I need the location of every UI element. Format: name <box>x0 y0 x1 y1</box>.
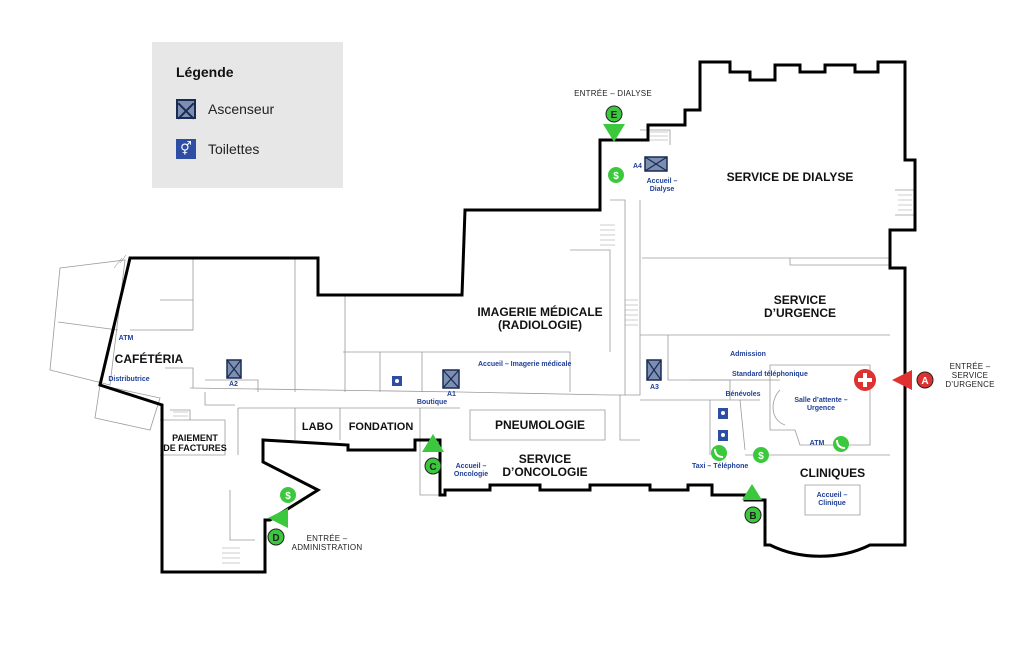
boutique-label: Boutique <box>416 399 448 406</box>
entrance-e-label: ENTRÉE – DIALYSE <box>574 89 652 98</box>
dept-labo-label: LABO <box>301 421 334 433</box>
svg-text:$: $ <box>285 491 291 502</box>
restroom-icon <box>718 408 728 419</box>
dept-paiement-label: PAIEMENT DE FACTURES <box>163 433 227 453</box>
legend-title: Légende <box>176 64 234 80</box>
entrance-c-letter: C <box>429 462 436 473</box>
svg-text:$: $ <box>613 171 619 182</box>
restroom-icon <box>718 430 728 441</box>
accueil-clinique-label: Accueil – Clinique <box>816 492 848 507</box>
dept-urgence-label: SERVICE D’URGENCE <box>763 293 836 321</box>
elevator-a3-id: A3 <box>650 384 659 391</box>
entrance-b-marker: B <box>742 484 762 524</box>
phone-icon <box>711 445 727 461</box>
dept-oncologie-label: SERVICE D’ONCOLOGIE <box>502 452 588 480</box>
entrance-a-marker: A <box>892 370 934 390</box>
benevoles-label: Bénévoles <box>725 391 761 398</box>
elevator-icon <box>644 156 668 172</box>
elevator-icon <box>176 99 196 119</box>
elevator-a1-id: A1 <box>447 391 456 398</box>
legend-label-restroom: Toilettes <box>208 141 260 157</box>
restroom-icon <box>392 376 402 386</box>
entrance-markers: A B C D E <box>267 105 934 546</box>
dept-imagerie-label: IMAGERIE MÉDICALE (RADIOLOGIE) <box>477 305 603 333</box>
restroom-icon: ⚥ <box>176 139 196 159</box>
distributrice-label: Distributrice <box>108 376 150 383</box>
legend-item-restroom: ⚥ Toilettes <box>176 138 259 160</box>
dept-cafeteria-label: CAFÉTÉRIA <box>114 352 184 366</box>
service-icons: $ $ $ <box>280 167 876 503</box>
hospital-cross-icon <box>854 369 876 391</box>
dollar-icon: $ <box>753 447 769 463</box>
entrance-d-marker: D <box>267 508 288 546</box>
map-legend: Légende Ascenseur ⚥ Toilettes <box>152 42 343 188</box>
dollar-icon: $ <box>280 487 296 503</box>
standard-label: Standard téléphonique <box>732 371 808 378</box>
salle-attente-label: Salle d’attente – Urgence <box>794 397 848 412</box>
elevator-icon <box>226 359 242 379</box>
entrance-a-label: ENTRÉE – SERVICE D’URGENCE <box>945 362 995 389</box>
stairs <box>113 131 912 564</box>
accueil-imagerie-label: Accueil – Imagerie médicale <box>478 361 572 368</box>
atm-urgence-label: ATM <box>809 440 825 447</box>
entrance-e-letter: E <box>611 110 618 121</box>
elevator-icon <box>646 359 662 381</box>
svg-text:$: $ <box>758 451 764 462</box>
dept-cliniques-label: CLINIQUES <box>799 466 866 480</box>
admission-label: Admission <box>730 351 766 358</box>
entrance-d-letter: D <box>272 533 279 544</box>
dept-fondation-label: FONDATION <box>348 421 414 433</box>
taxi-label: Taxi – Téléphone <box>692 463 749 470</box>
accueil-oncologie-label: Accueil – Oncologie <box>453 463 489 478</box>
entrance-d-label: ENTRÉE – ADMINISTRATION <box>291 534 363 552</box>
elevator-a4-id: A4 <box>633 163 642 170</box>
elevator-icon <box>442 369 460 389</box>
entrance-a-letter: A <box>921 376 928 387</box>
restrooms <box>392 376 728 441</box>
dollar-icon: $ <box>608 167 624 183</box>
dept-dialyse-label: SERVICE DE DIALYSE <box>726 170 854 184</box>
accueil-dialyse-label: Accueil – Dialyse <box>646 178 678 193</box>
legend-item-elevator: Ascenseur <box>176 98 274 120</box>
elevator-a2-id: A2 <box>229 381 238 388</box>
entrance-b-letter: B <box>749 511 756 522</box>
interior-walls <box>49 129 916 541</box>
entrance-e-marker: E <box>603 105 625 142</box>
elevators <box>226 156 668 389</box>
atm-cafe-label: ATM <box>118 335 134 342</box>
phone-icon <box>833 436 849 452</box>
legend-label-elevator: Ascenseur <box>208 101 275 117</box>
entrance-c-marker: C <box>422 434 444 475</box>
dept-pneumologie-label: PNEUMOLOGIE <box>494 418 585 432</box>
